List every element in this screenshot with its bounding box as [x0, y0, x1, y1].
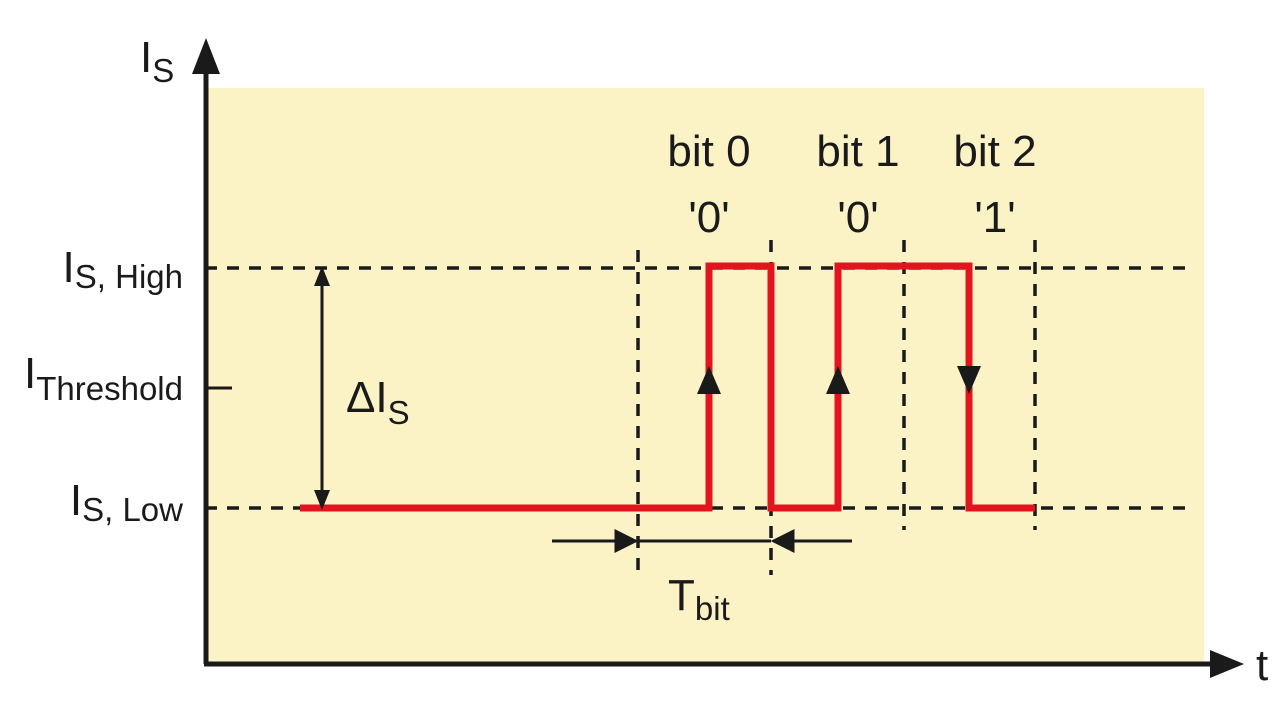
bit-2-value: '1' — [974, 193, 1015, 242]
bit-1-name: bit 1 — [816, 127, 899, 176]
bit-0-value: '0' — [688, 193, 729, 242]
bit-1-value: '0' — [837, 193, 878, 242]
delta-arrow-bottom-icon — [314, 490, 330, 510]
bit-0-name: bit 0 — [667, 127, 750, 176]
y-axis-arrow-icon — [192, 38, 220, 74]
threshold-label: IThreshold — [24, 349, 183, 407]
y-axis-label-main: I — [140, 33, 152, 82]
y-axis-label-sub: S — [152, 52, 174, 89]
delta-arrow-top-icon — [314, 266, 330, 286]
x-axis-arrow-icon — [1210, 650, 1244, 678]
delta-label: ΔIS — [346, 373, 410, 431]
y-axis-label: IS — [140, 33, 174, 89]
x-axis-label: t — [1256, 641, 1268, 690]
bit-2-name: bit 2 — [953, 127, 1036, 176]
tbit-label: Tbit — [668, 571, 730, 627]
high-level-label: IS, High — [63, 243, 183, 295]
edge-up-arrow-icon — [697, 366, 721, 394]
low-level-label: IS, Low — [70, 476, 183, 528]
edge-down-arrow-icon — [957, 366, 981, 394]
edge-up-arrow-icon — [826, 366, 850, 394]
